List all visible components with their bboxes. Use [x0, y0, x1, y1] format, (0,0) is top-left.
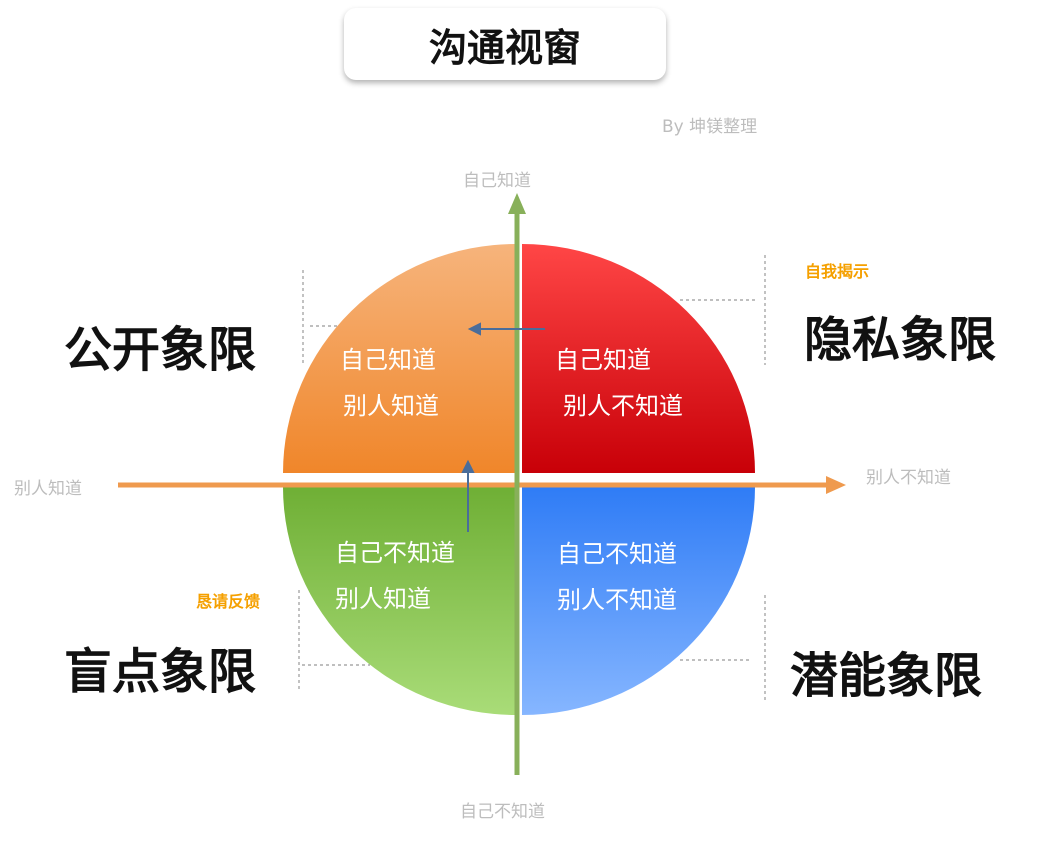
vertical-axis-arrow: [508, 193, 526, 775]
page-title: 沟通视窗: [344, 8, 666, 80]
axis-label-top: 自己知道: [463, 171, 531, 191]
quadrant-hidden-title: 隐私象限: [804, 312, 997, 368]
feedback-arrow: [461, 459, 475, 532]
axis-label-right: 别人不知道: [866, 468, 951, 488]
quadrant-unknown-line1: 自己不知道: [557, 540, 677, 568]
quadrant-unknown-line2: 别人不知道: [557, 586, 677, 614]
quadrant-blind-line1: 自己不知道: [335, 539, 455, 567]
quadrant-unknown-shape: [522, 487, 755, 715]
quadrant-open-shape: [283, 244, 516, 473]
quadrant-open-line2: 别人知道: [343, 392, 439, 420]
dashed-leader-lines: [298, 255, 766, 700]
quadrant-open-line1: 自己知道: [340, 346, 436, 374]
quadrant-blind-line2: 别人知道: [335, 585, 431, 613]
feedback-note: 恳请反馈: [196, 592, 261, 611]
quadrant-unknown-text: 自己不知道 别人不知道: [557, 531, 677, 623]
axis-label-left: 别人知道: [14, 479, 82, 499]
quadrant-open-title: 公开象限: [64, 322, 257, 378]
credit-text: By 坤镁整理: [662, 117, 758, 137]
quadrant-hidden-text: 自己知道 别人不知道: [555, 337, 683, 429]
quadrant-blind-text: 自己不知道 别人知道: [335, 530, 455, 622]
axis-label-bottom: 自己不知道: [460, 802, 545, 822]
self-disclosure-note: 自我揭示: [805, 262, 870, 281]
quadrant-unknown-title: 潜能象限: [790, 648, 983, 704]
quadrant-hidden-line2: 别人不知道: [563, 392, 683, 420]
quadrant-open-text: 自己知道 别人知道: [340, 337, 439, 429]
quadrant-blind-shape: [283, 487, 516, 715]
quadrant-hidden-shape: [522, 244, 755, 473]
quadrant-blind-title: 盲点象限: [64, 644, 257, 700]
quadrant-hidden-line1: 自己知道: [555, 346, 651, 374]
self-disclosure-arrow: [467, 322, 545, 336]
horizontal-axis-arrow: [118, 476, 846, 494]
